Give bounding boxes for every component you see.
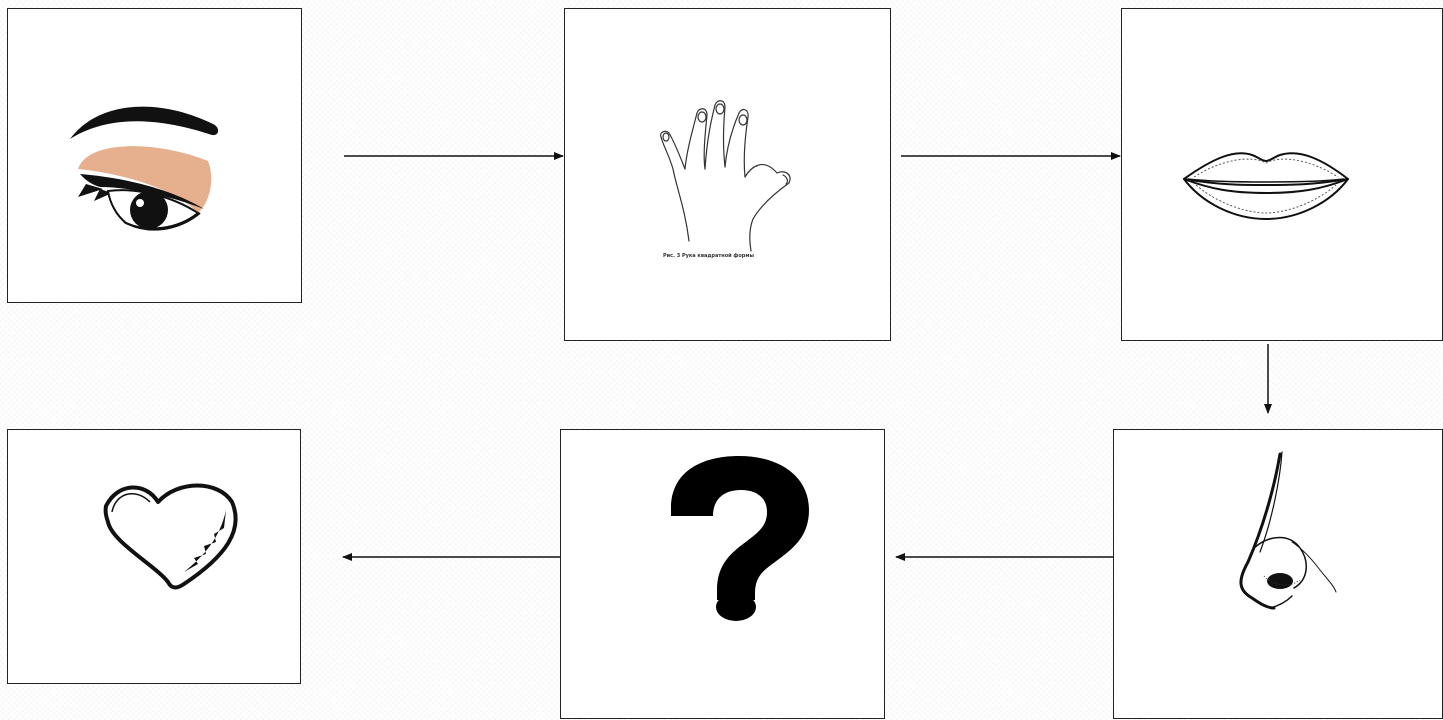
eye-icon bbox=[8, 9, 303, 304]
heart-icon bbox=[8, 430, 302, 685]
lips-card bbox=[1121, 8, 1443, 341]
hand-icon: Рис. 3 Рука квадратной формы bbox=[565, 9, 892, 342]
nose-card bbox=[1113, 429, 1443, 719]
question-mark-icon bbox=[561, 430, 886, 720]
heart-card bbox=[7, 429, 301, 684]
nose-icon bbox=[1114, 430, 1443, 720]
hand-caption: Рис. 3 Рука квадратной формы bbox=[663, 252, 754, 259]
lips-icon bbox=[1122, 9, 1443, 342]
hand-card: Рис. 3 Рука квадратной формы bbox=[564, 8, 891, 341]
eye-card bbox=[7, 8, 302, 303]
question-card bbox=[560, 429, 885, 719]
